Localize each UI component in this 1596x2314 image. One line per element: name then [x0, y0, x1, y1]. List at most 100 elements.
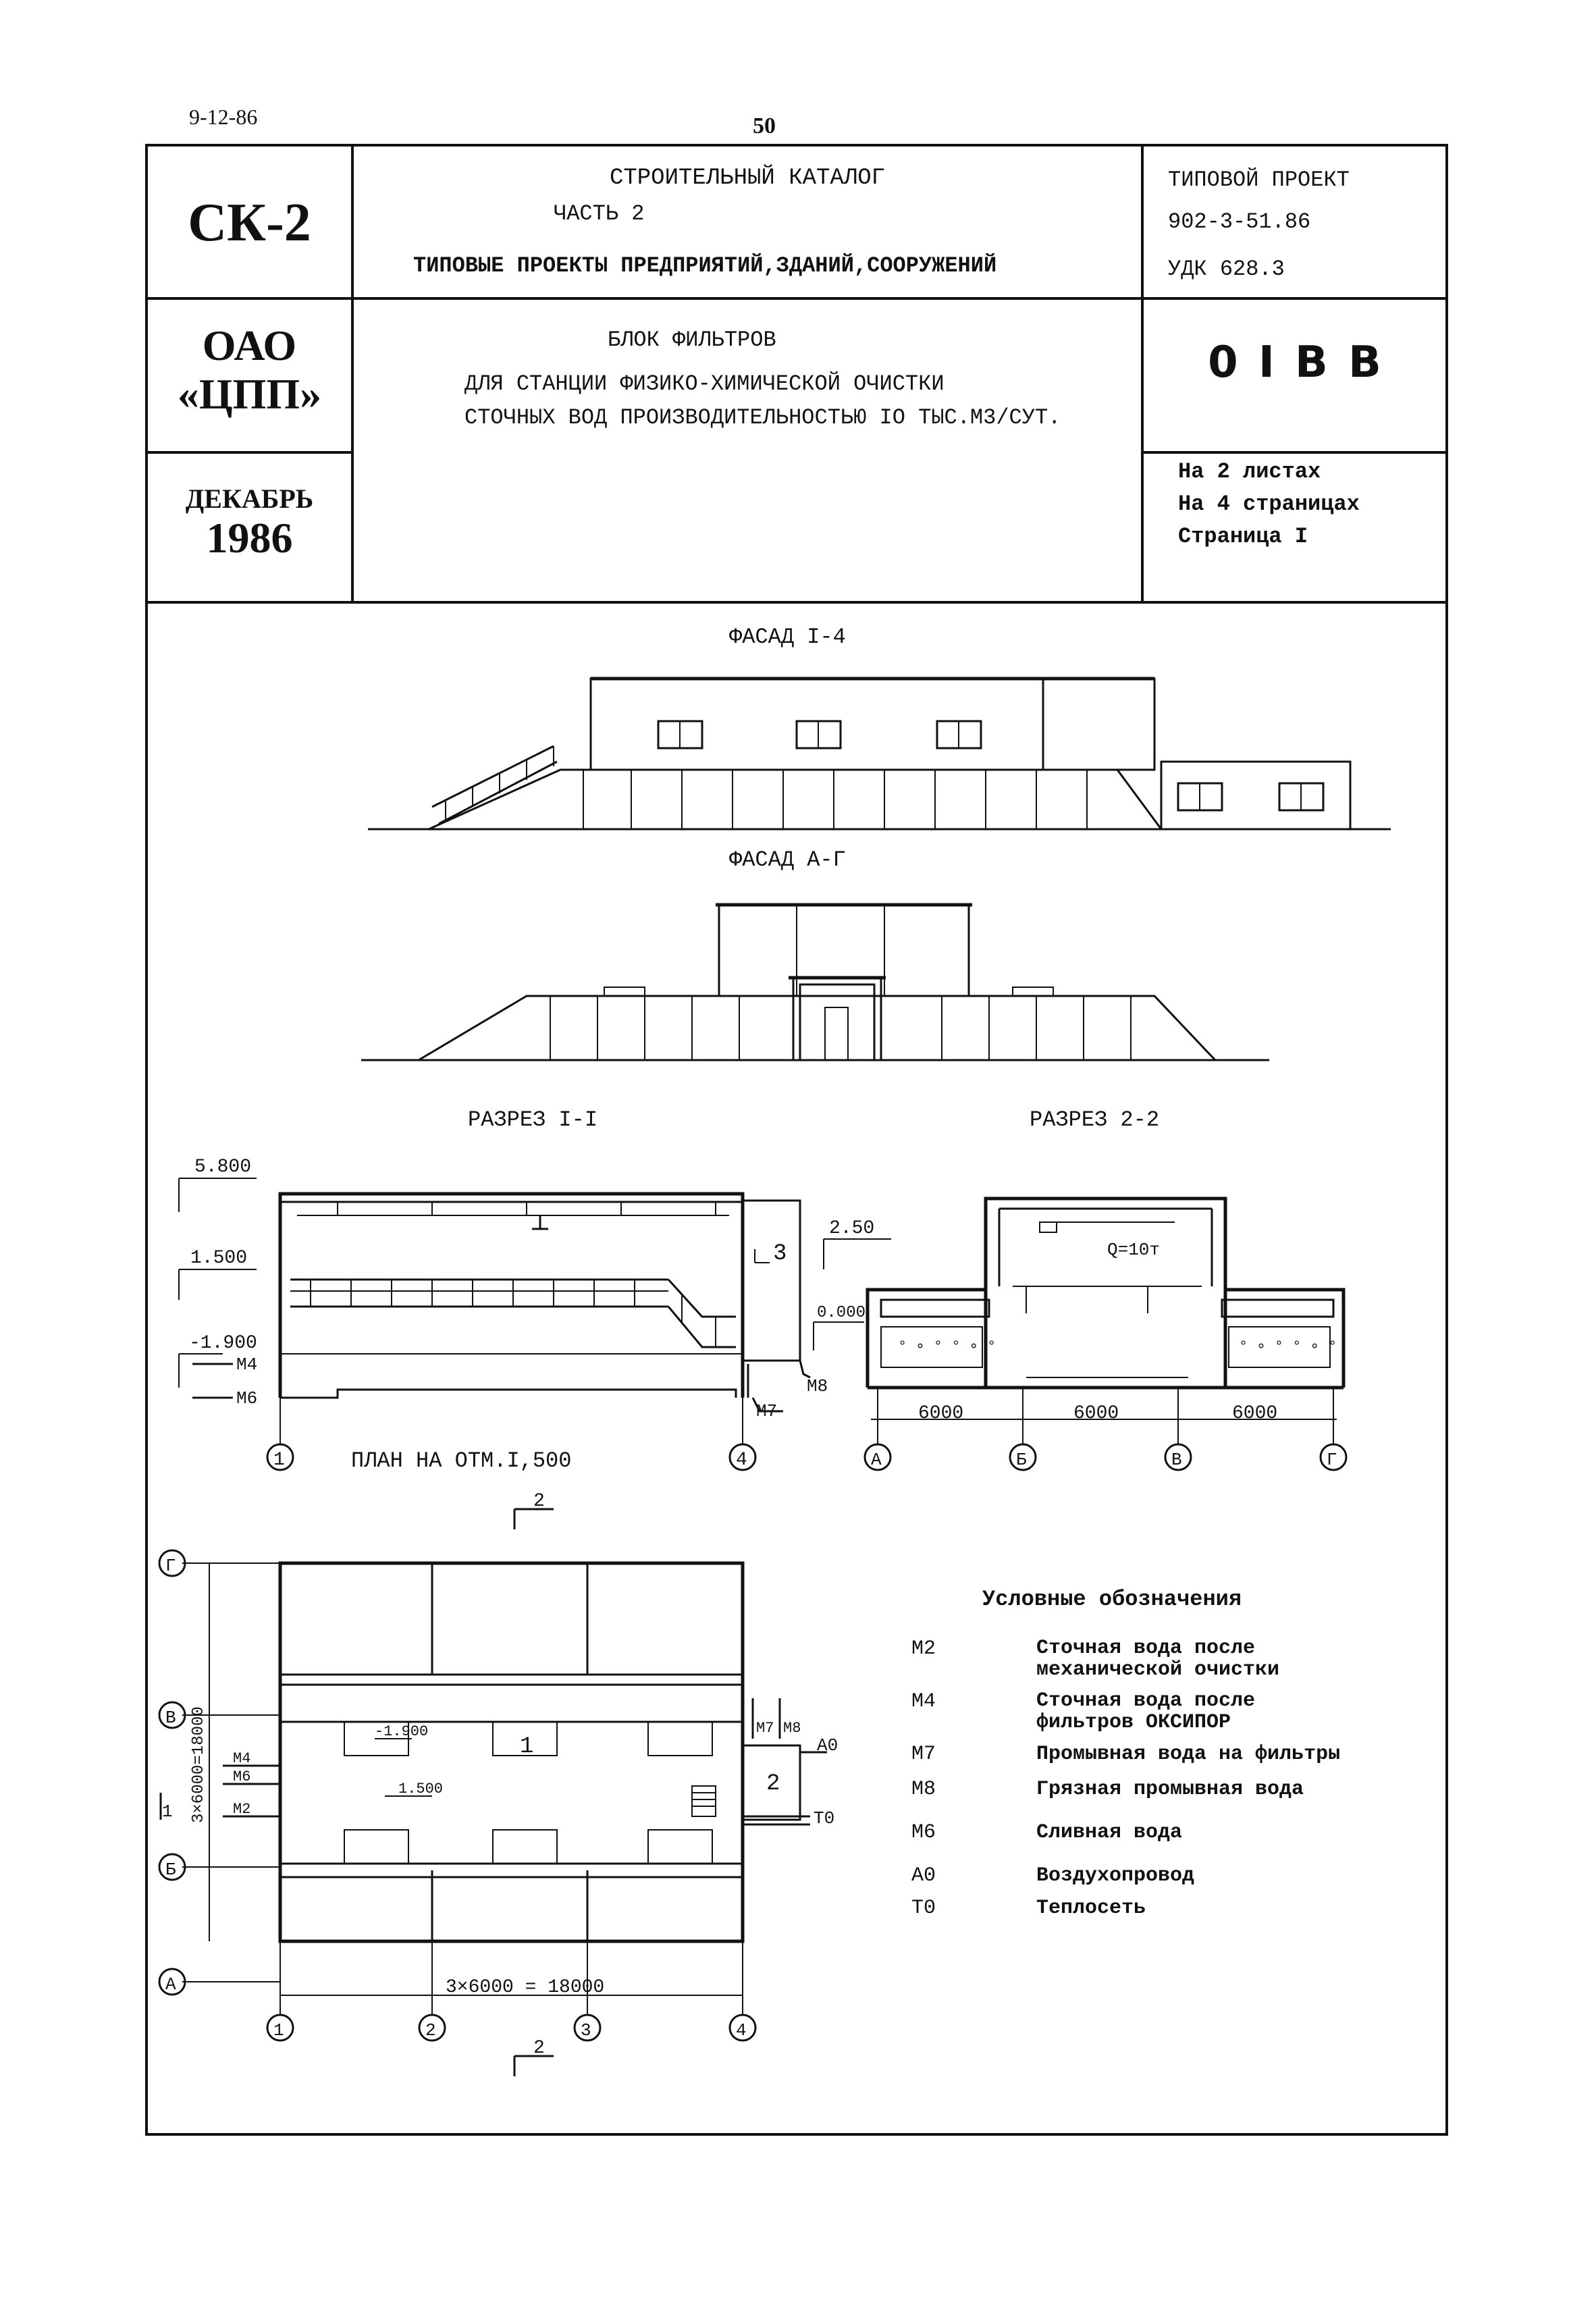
section2-crane: Q=10т [1107, 1240, 1160, 1260]
plan-room2: 2 [766, 1771, 780, 1797]
release-month: ДЕКАБРЬ [185, 483, 314, 514]
plan-m2: M2 [233, 1801, 250, 1818]
object-title: БЛОК ФИЛЬТРОВ [608, 327, 776, 352]
facade2-title: ФАСАД А-Г [729, 847, 846, 872]
page-count: На 4 страницах [1178, 492, 1360, 517]
plan-m8: M8 [783, 1720, 801, 1737]
title-block-divider [1141, 451, 1448, 454]
section1-elev-top: 5.800 [194, 1157, 251, 1178]
legend-item: M6 Сливная вода [911, 1821, 1438, 1844]
plan-m6: M6 [233, 1768, 250, 1785]
legend-item: M7 Промывная вода на фильтры [911, 1743, 1438, 1766]
title-block-divider [1141, 144, 1144, 603]
legend-code: M2 [911, 1637, 936, 1660]
plan-axis-a: А [165, 1974, 176, 1995]
svg-text:° ∘ ° ° ∘ °: ° ∘ ° ° ∘ ° [898, 1338, 996, 1355]
plan-axis-g: Г [165, 1556, 176, 1576]
catalog-part: ЧАСТЬ 2 [554, 201, 645, 226]
legend-item: T0 Теплосеть [911, 1897, 1438, 1920]
legend-code: M4 [911, 1690, 936, 1713]
plan-elev-a: -1.900 [375, 1723, 428, 1740]
sheet-count: На 2 листах [1178, 459, 1321, 484]
title-block-divider [145, 451, 351, 454]
title-block-divider [145, 601, 1448, 604]
legend-code: A0 [911, 1864, 936, 1887]
legend-item: M8 Грязная промывная вода [911, 1778, 1438, 1801]
legend-item: A0 Воздухопровод [911, 1864, 1438, 1887]
plan-to: T0 [814, 1808, 834, 1829]
plan-room1: 1 [520, 1734, 533, 1760]
section-2-2: 2.50 0.000 Q=10т ° ∘ ° ° ∘ ° ° ∘ ° ° ∘ °… [813, 1197, 1348, 1471]
legend-code: M6 [911, 1821, 936, 1844]
legend-text: Теплосеть [1036, 1897, 1146, 1920]
object-description-line2: СТОЧНЫХ ВОД ПРОИЗВОДИТЕЛЬНОСТЬЮ IO ТЫС.М… [464, 405, 1061, 430]
drawing-date: 9-12-86 [189, 105, 258, 129]
facade1-title: ФАСАД I-4 [729, 625, 846, 650]
plan-axis-2: 2 [425, 2020, 436, 2041]
legend-code: T0 [911, 1897, 936, 1920]
title-block-divider [351, 144, 354, 603]
plan-axis-4: 4 [736, 2020, 747, 2041]
page-number: 50 [753, 113, 776, 138]
project-label: ТИПОВОЙ ПРОЕКТ [1168, 167, 1350, 192]
section1-elev-mid: 1.500 [190, 1248, 247, 1269]
plan-cut-mark-top: 2 [533, 1491, 545, 1512]
plan-m4: M4 [233, 1750, 250, 1767]
legend-text: Воздухопровод [1036, 1864, 1195, 1887]
section-1-1: 5.800 1.500 -1.900 M4 M6 [178, 1157, 828, 1471]
section2-axis-a: А [871, 1450, 882, 1470]
legend-text: Сливная вода [1036, 1821, 1183, 1844]
section1-m8: M8 [807, 1376, 828, 1396]
section2-dim3: 6000 [1232, 1403, 1277, 1424]
legend-text: Грязная промывная вода [1036, 1778, 1304, 1801]
section2-dim2: 6000 [1073, 1403, 1119, 1424]
plan-axis-b: Б [165, 1860, 176, 1880]
section2-title: РАЗРЕЗ 2-2 [1030, 1107, 1160, 1132]
plan-horizontal-dim: 3×6000 = 18000 [446, 1977, 604, 1998]
section1-m4: M4 [236, 1355, 257, 1375]
document-code: 0 I B B [1208, 338, 1384, 388]
section1-axis-left: 1 [273, 1450, 285, 1471]
plan-axis-3: 3 [581, 2020, 591, 2041]
section1-axis-right: 4 [736, 1450, 747, 1471]
catalog-subtitle: ТИПОВЫЕ ПРОЕКТЫ ПРЕДПРИЯТИЙ,ЗДАНИЙ,СООРУ… [413, 253, 997, 278]
facade-1-4 [368, 677, 1391, 831]
section2-axis-v: В [1171, 1450, 1182, 1470]
plan-title: ПЛАН НА ОТМ.I,500 [351, 1448, 572, 1473]
section1-m7: M7 [756, 1401, 777, 1421]
legend-code: M7 [911, 1743, 936, 1766]
section2-elev-top: 2.50 [829, 1218, 874, 1239]
org-line2: «ЦПП» [177, 370, 322, 418]
plan-section-mark: 1 [162, 1802, 173, 1822]
project-number: 902-3-51.86 [1168, 209, 1311, 234]
plan-axis-1: 1 [273, 2020, 284, 2041]
title-block-divider [145, 297, 1448, 300]
series-code: СК-2 [188, 193, 311, 253]
plan-vertical-dim: 3×6000=18000 [190, 1706, 208, 1823]
section1-title: РАЗРЕЗ I-I [468, 1107, 598, 1132]
svg-text:° ∘ ° ° ∘ °: ° ∘ ° ° ∘ ° [1239, 1338, 1337, 1355]
plan-elev-b: 1.500 [398, 1781, 443, 1797]
floor-plan: 2 -1.900 1.500 1 2 M7 M8 [158, 1491, 838, 2076]
catalog-title: СТРОИТЕЛЬНЫЙ КАТАЛОГ [609, 165, 886, 191]
section2-elev-zero: 0.000 [817, 1304, 866, 1322]
plan-m7: M7 [756, 1720, 774, 1737]
section2-axis-g: Г [1327, 1450, 1337, 1470]
section1-m6: M6 [236, 1388, 257, 1409]
plan-axis-v: В [165, 1708, 176, 1728]
object-description-line1: ДЛЯ СТАНЦИИ ФИЗИКО-ХИМИЧЕСКОЙ ОЧИСТКИ [464, 371, 945, 396]
current-page: Страница I [1178, 524, 1308, 549]
legend-text: Промывная вода на фильтры [1036, 1743, 1341, 1766]
legend-code: M8 [911, 1778, 936, 1801]
plan-ao: A0 [817, 1735, 838, 1756]
org-line1: ОАО [202, 321, 297, 369]
plan-cut-mark-bottom: 2 [533, 2038, 545, 2059]
udk-code: УДК 628.3 [1168, 257, 1285, 282]
release-year: 1986 [206, 514, 293, 562]
